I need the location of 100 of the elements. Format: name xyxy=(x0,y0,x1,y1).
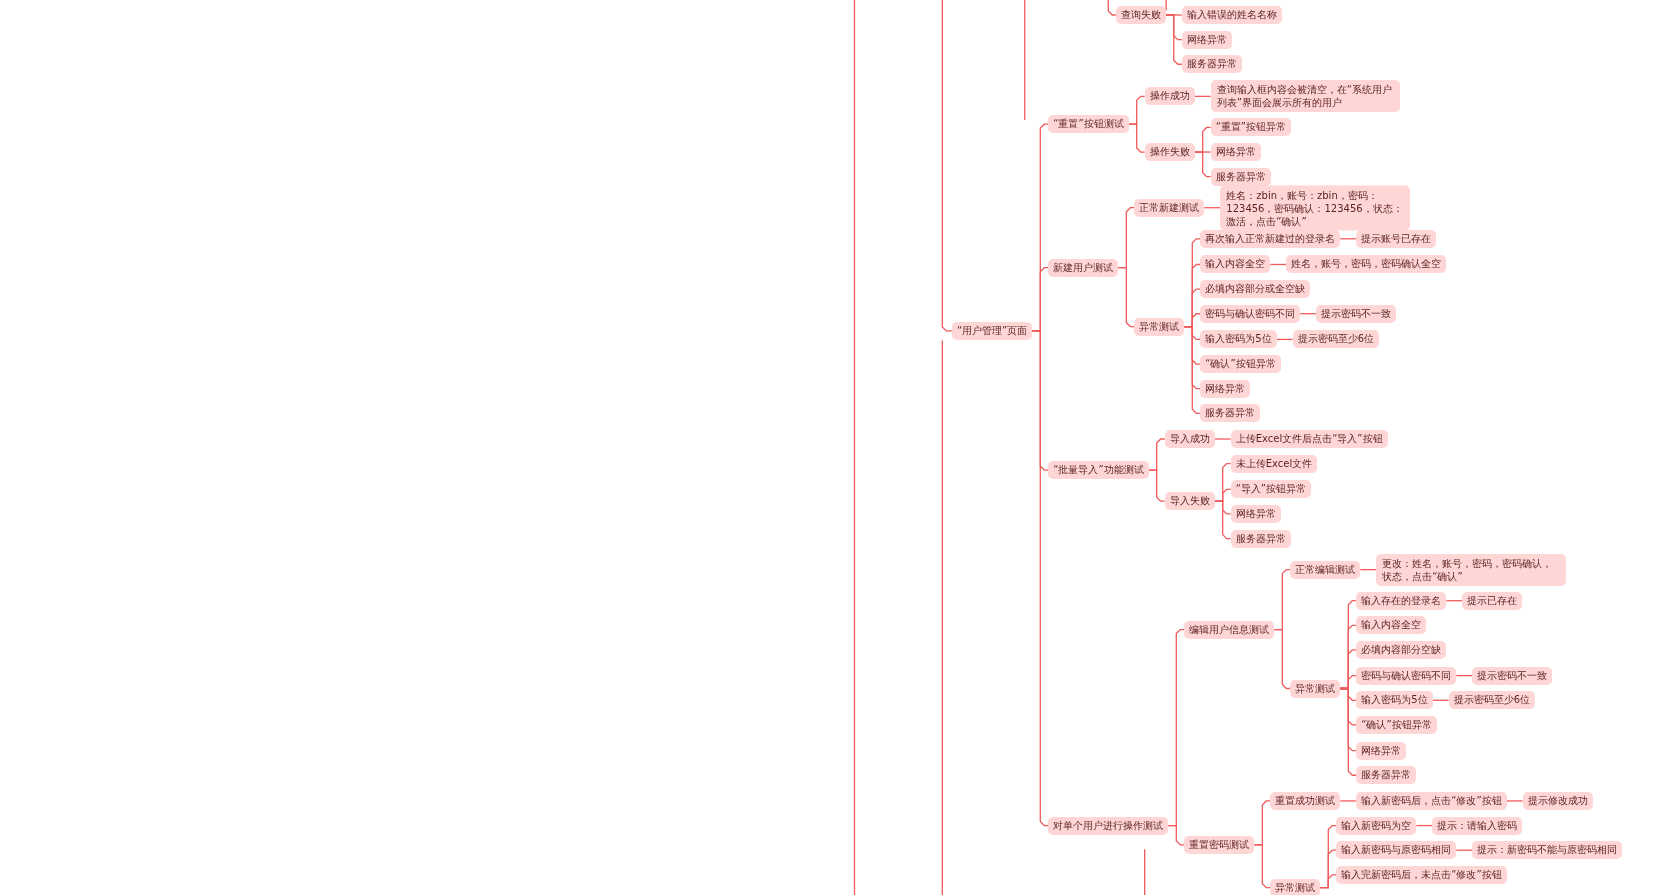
topic-text: 再次输入正常新建过的登录名 xyxy=(1205,232,1336,244)
topic-text: 正常编辑测试 xyxy=(1295,563,1356,575)
topic-text: 服务器异常 xyxy=(1205,407,1256,419)
topic-text: 输入完新密码后，未点击“修改”按钮 xyxy=(1341,868,1502,880)
topic-box xyxy=(1144,143,1195,162)
topic-box xyxy=(1356,691,1433,710)
topic-text: 服务器异常 xyxy=(1186,58,1237,70)
topic-box xyxy=(1200,355,1281,374)
topic-box xyxy=(1220,185,1410,231)
topic-box xyxy=(1200,379,1251,398)
topic-text: 提示：新密码不能与原密码相同 xyxy=(1477,844,1618,856)
topic-text: 异常测试 xyxy=(1295,682,1336,694)
topic-text: 输入新密码为空 xyxy=(1341,819,1412,831)
topic-text: 正常新建测试 xyxy=(1139,201,1200,213)
branch-connector xyxy=(1214,500,1232,540)
topic-text: 输入存在的登录名 xyxy=(1361,594,1442,606)
topic-box xyxy=(1356,715,1437,734)
topic-box xyxy=(1290,560,1361,579)
topic-text: 异常测试 xyxy=(1275,881,1316,893)
topic-box xyxy=(1270,791,1341,810)
topic-box xyxy=(1210,80,1401,113)
topic-text: “导入”按钮异常 xyxy=(1235,483,1307,495)
branch-connector xyxy=(1273,629,1291,690)
topic-box xyxy=(1210,118,1292,137)
topic-box xyxy=(1336,841,1457,860)
topic-text: 密码与确认密码不同 xyxy=(1361,669,1452,681)
topic-box xyxy=(1336,865,1507,884)
topic-text: 重置密码测试 xyxy=(1189,838,1250,850)
topic-box xyxy=(1181,55,1242,74)
topic-box xyxy=(1134,198,1205,217)
topic-box xyxy=(1134,317,1185,336)
topic-text: 姓名，账号，密码，密码确认全空 xyxy=(1291,258,1442,270)
topic-box xyxy=(1292,330,1380,349)
branch-connector xyxy=(1339,800,1357,802)
topic-text: “重置”按钮异常 xyxy=(1215,121,1287,133)
topic-text: 输入错误的姓名名称 xyxy=(1186,9,1277,20)
topic-box xyxy=(1356,791,1507,810)
topic-box xyxy=(1230,529,1291,548)
branch-connector xyxy=(1117,267,1135,328)
topic-text: 必填内容部分空缺 xyxy=(1361,643,1442,655)
topic-text: 未上传Excel文件 xyxy=(1235,457,1313,469)
branch-connector xyxy=(1167,824,1185,846)
topic-box xyxy=(1286,255,1447,274)
topic-box xyxy=(1356,616,1427,635)
topic-text: 导入成功 xyxy=(1169,433,1210,444)
topic-text: 输入新密码后，点击“修改”按钮 xyxy=(1361,794,1502,806)
topic-text: 输入密码为5位 xyxy=(1205,333,1272,345)
topic-box xyxy=(1200,229,1341,248)
branch-connector xyxy=(1128,123,1146,153)
topic-box xyxy=(1200,404,1261,423)
topic-text: 服务器异常 xyxy=(1215,170,1266,182)
topic-box xyxy=(1200,280,1311,299)
topic-box xyxy=(1432,816,1523,835)
topic-box xyxy=(1336,816,1417,835)
topic-text: 网络异常 xyxy=(1186,33,1227,45)
topic-text: 输入密码为5位 xyxy=(1361,694,1428,706)
topic-box xyxy=(1462,591,1523,610)
topic-box xyxy=(1376,553,1566,586)
topic-text: “批量导入”功能测试 xyxy=(1053,464,1144,476)
topic-box xyxy=(1115,6,1166,24)
topic-box xyxy=(1316,304,1397,323)
topic-box xyxy=(1048,461,1149,480)
branch-connector xyxy=(1107,0,1117,16)
topic-text: 重置成功测试 xyxy=(1275,794,1336,806)
topic-box xyxy=(1210,143,1261,162)
topic-text: 查询输入框内容会被清空，在“系统用户列表”界面会展示所有的用户 xyxy=(1216,84,1392,109)
topic-box xyxy=(1184,835,1255,854)
topic-text: 密码与确认密码不同 xyxy=(1205,307,1296,319)
topic-box xyxy=(1230,454,1318,473)
topic-text: “用户管理”页面 xyxy=(956,324,1028,336)
topic-text: 服务器异常 xyxy=(1235,532,1286,544)
topic-box xyxy=(1230,430,1388,448)
topic-text: 提示账号已存在 xyxy=(1361,232,1432,244)
topic-text: 操作失败 xyxy=(1149,146,1190,158)
topic-box xyxy=(1230,480,1312,499)
topic-box xyxy=(1290,679,1341,698)
topic-box xyxy=(1048,816,1169,835)
topic-box xyxy=(1356,591,1447,610)
topic-box xyxy=(1200,304,1301,323)
topic-text: “重置”按钮测试 xyxy=(1053,118,1124,130)
branch-connector xyxy=(941,0,953,332)
topic-box xyxy=(1522,791,1593,810)
topic-box xyxy=(1164,492,1215,511)
topic-text: 上传Excel文件后点击“导入”按钮 xyxy=(1235,433,1383,444)
branch-connector xyxy=(1319,874,1337,889)
topic-text: 提示密码至少6位 xyxy=(1297,333,1375,345)
topic-box xyxy=(1356,229,1437,248)
topic-box xyxy=(1472,841,1623,860)
topic-text: 提示密码不一致 xyxy=(1321,307,1392,319)
topic-box xyxy=(1472,666,1553,685)
topic-text: 异常测试 xyxy=(1139,320,1180,332)
topic-text: 提示密码不一致 xyxy=(1477,669,1548,681)
topic-text: 必填内容部分或全空缺 xyxy=(1205,283,1306,295)
topic-box xyxy=(1356,766,1417,785)
branch-connector xyxy=(1183,325,1201,414)
topic-box xyxy=(1200,330,1277,349)
branch-connector xyxy=(1339,687,1357,776)
branch-connector xyxy=(1031,330,1049,827)
branch-connector xyxy=(1148,469,1166,502)
topic-text: 提示修改成功 xyxy=(1527,794,1588,806)
